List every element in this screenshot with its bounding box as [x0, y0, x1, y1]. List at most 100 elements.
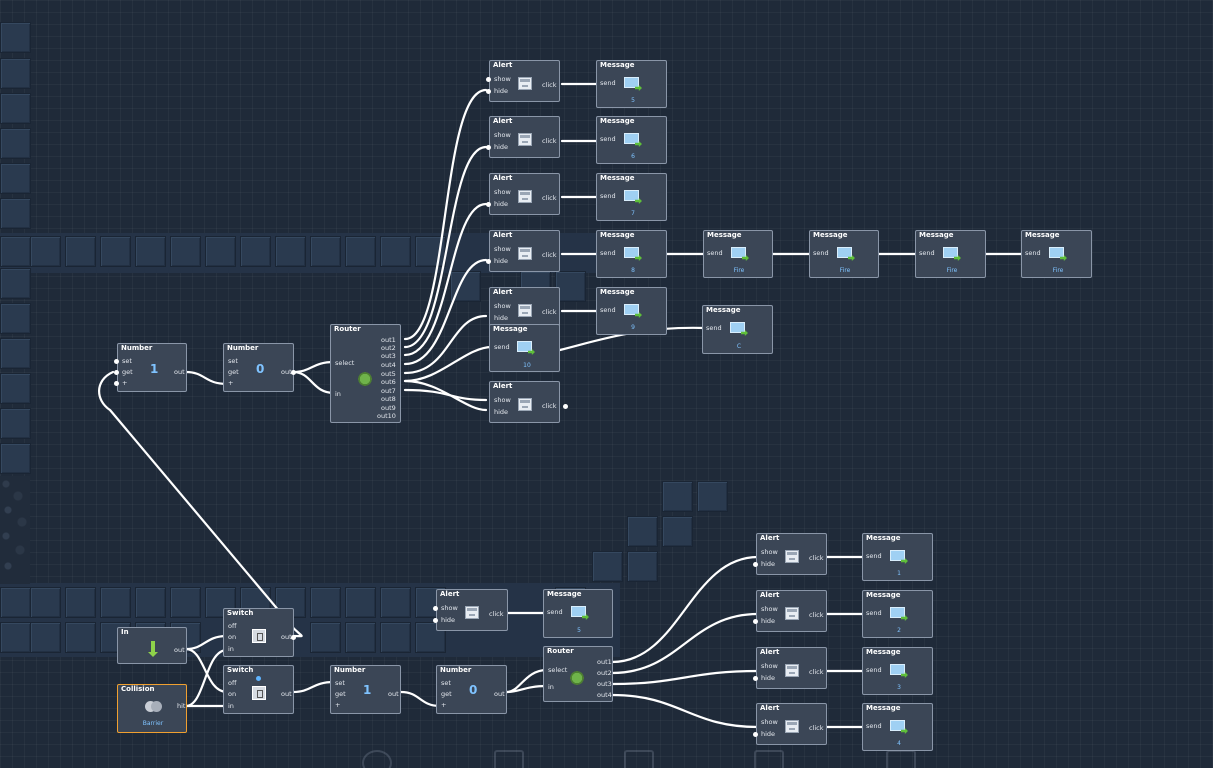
- input-pin[interactable]: [753, 619, 758, 624]
- router-node-top[interactable]: Router select in out1 out2 out3 out4 out…: [330, 324, 401, 423]
- port-label: get: [228, 368, 239, 376]
- message-node-fire[interactable]: Message send Fire: [809, 230, 879, 278]
- number-value[interactable]: 1: [363, 683, 372, 697]
- message-caption: 4: [897, 740, 901, 747]
- alert-node[interactable]: Alert show hide click: [753, 533, 827, 575]
- alert-node[interactable]: Alert show hide click: [486, 116, 560, 158]
- message-node-1[interactable]: Message send 1: [862, 533, 933, 581]
- number-node-top-a[interactable]: Number set get + 1 out: [114, 343, 187, 392]
- alert-node[interactable]: Alert show hide click: [486, 173, 560, 215]
- output-pin[interactable]: [563, 404, 568, 409]
- input-pin[interactable]: [486, 77, 491, 82]
- message-node-5[interactable]: Message send 5: [596, 60, 667, 108]
- port-label: out: [281, 633, 292, 641]
- input-pin[interactable]: [753, 562, 758, 567]
- port-label: +: [122, 379, 128, 387]
- node-title: Router: [547, 647, 574, 655]
- message-node-8[interactable]: Message send 8: [596, 230, 667, 278]
- node-title: Alert: [493, 61, 513, 69]
- message-node-3[interactable]: Message send 3: [862, 647, 933, 695]
- alert-icon: [518, 190, 532, 203]
- number-value[interactable]: 0: [469, 683, 478, 697]
- node-title: Message: [600, 174, 635, 182]
- input-pin[interactable]: [433, 618, 438, 623]
- port-label: in: [228, 645, 234, 653]
- message-icon: [1049, 247, 1064, 258]
- alert-node[interactable]: Alert show hide click: [433, 589, 508, 631]
- message-node-10[interactable]: Message send 10: [489, 324, 560, 372]
- in-node[interactable]: In out: [117, 627, 187, 664]
- port-label: out7: [381, 387, 396, 395]
- input-pin[interactable]: [114, 370, 119, 375]
- message-icon: [890, 550, 905, 561]
- alert-node[interactable]: Alert show hide click: [489, 287, 560, 329]
- node-title: Message: [600, 117, 635, 125]
- switch-node[interactable]: Switch off on in out: [223, 665, 294, 714]
- alert-node[interactable]: Alert show hide click: [486, 60, 560, 102]
- node-title: In: [121, 628, 129, 636]
- port-label: in: [228, 702, 234, 710]
- message-node-fire[interactable]: Message send Fire: [1021, 230, 1092, 278]
- collision-node[interactable]: Collision Barrier hit: [117, 684, 187, 733]
- router-node-bottom[interactable]: Router select in out1 out2 out3 out4: [543, 646, 613, 702]
- port-label: send: [813, 249, 829, 257]
- input-pin[interactable]: [114, 359, 119, 364]
- number-node-bottom-b[interactable]: Number set get + 0 out: [436, 665, 507, 714]
- alert-node[interactable]: Alert show hide click: [753, 703, 827, 745]
- port-label: +: [441, 701, 447, 709]
- port-label: on: [228, 633, 237, 641]
- wire: [403, 88, 488, 341]
- message-node-7[interactable]: Message send 7: [596, 173, 667, 221]
- input-pin[interactable]: [486, 259, 491, 264]
- input-pin[interactable]: [486, 89, 491, 94]
- input-pin[interactable]: [114, 381, 119, 386]
- node-title: Number: [227, 344, 259, 352]
- output-pin[interactable]: [291, 370, 296, 375]
- node-title: Message: [707, 231, 742, 239]
- alert-node[interactable]: Alert show hide click: [486, 230, 560, 272]
- number-node-top-b[interactable]: Number set get + 0 out: [223, 343, 296, 392]
- input-pin[interactable]: [753, 732, 758, 737]
- message-node-fire[interactable]: Message send Fire: [703, 230, 773, 278]
- message-node-6[interactable]: Message send 6: [596, 116, 667, 164]
- port-label: select: [335, 359, 355, 367]
- alert-node[interactable]: Alert show hide click: [753, 647, 827, 689]
- message-node-fire[interactable]: Message send Fire: [915, 230, 986, 278]
- wire: [403, 379, 488, 412]
- port-label: out8: [381, 395, 396, 403]
- port-label: out4: [597, 691, 612, 699]
- alert-node[interactable]: Alert show hide click: [753, 590, 827, 632]
- input-pin[interactable]: [486, 202, 491, 207]
- port-label: send: [866, 609, 882, 617]
- message-caption: Fire: [733, 267, 745, 274]
- input-pin[interactable]: [753, 676, 758, 681]
- alert-node[interactable]: Alert show hide click: [489, 381, 568, 423]
- input-pin[interactable]: [486, 145, 491, 150]
- port-label: show: [494, 75, 511, 83]
- wire: [403, 202, 488, 357]
- message-node-4[interactable]: Message send 4: [862, 703, 933, 751]
- port-label: click: [489, 610, 504, 618]
- message-icon: [837, 247, 852, 258]
- number-value[interactable]: 0: [256, 362, 265, 376]
- output-pin[interactable]: [291, 635, 296, 640]
- message-node-5b[interactable]: Message send 5: [543, 589, 613, 638]
- port-label: out3: [381, 352, 396, 360]
- message-caption: Fire: [946, 267, 958, 274]
- message-node-2[interactable]: Message send 2: [862, 590, 933, 638]
- port-label: out: [494, 690, 505, 698]
- switch-node[interactable]: Switch off on in out: [223, 608, 296, 657]
- port-label: send: [600, 306, 616, 314]
- node-title: Message: [600, 61, 635, 69]
- message-caption: 10: [523, 362, 531, 369]
- port-label: click: [809, 668, 824, 676]
- message-icon: [624, 247, 639, 258]
- message-node-9[interactable]: Message send 9: [596, 287, 667, 335]
- number-node-bottom-a[interactable]: Number set get + 1 out: [330, 665, 401, 714]
- port-label: show: [761, 718, 778, 726]
- number-value[interactable]: 1: [150, 362, 159, 376]
- input-pin[interactable]: [433, 606, 438, 611]
- message-node-c[interactable]: Message send C: [702, 305, 773, 354]
- node-title: Collision: [121, 685, 155, 693]
